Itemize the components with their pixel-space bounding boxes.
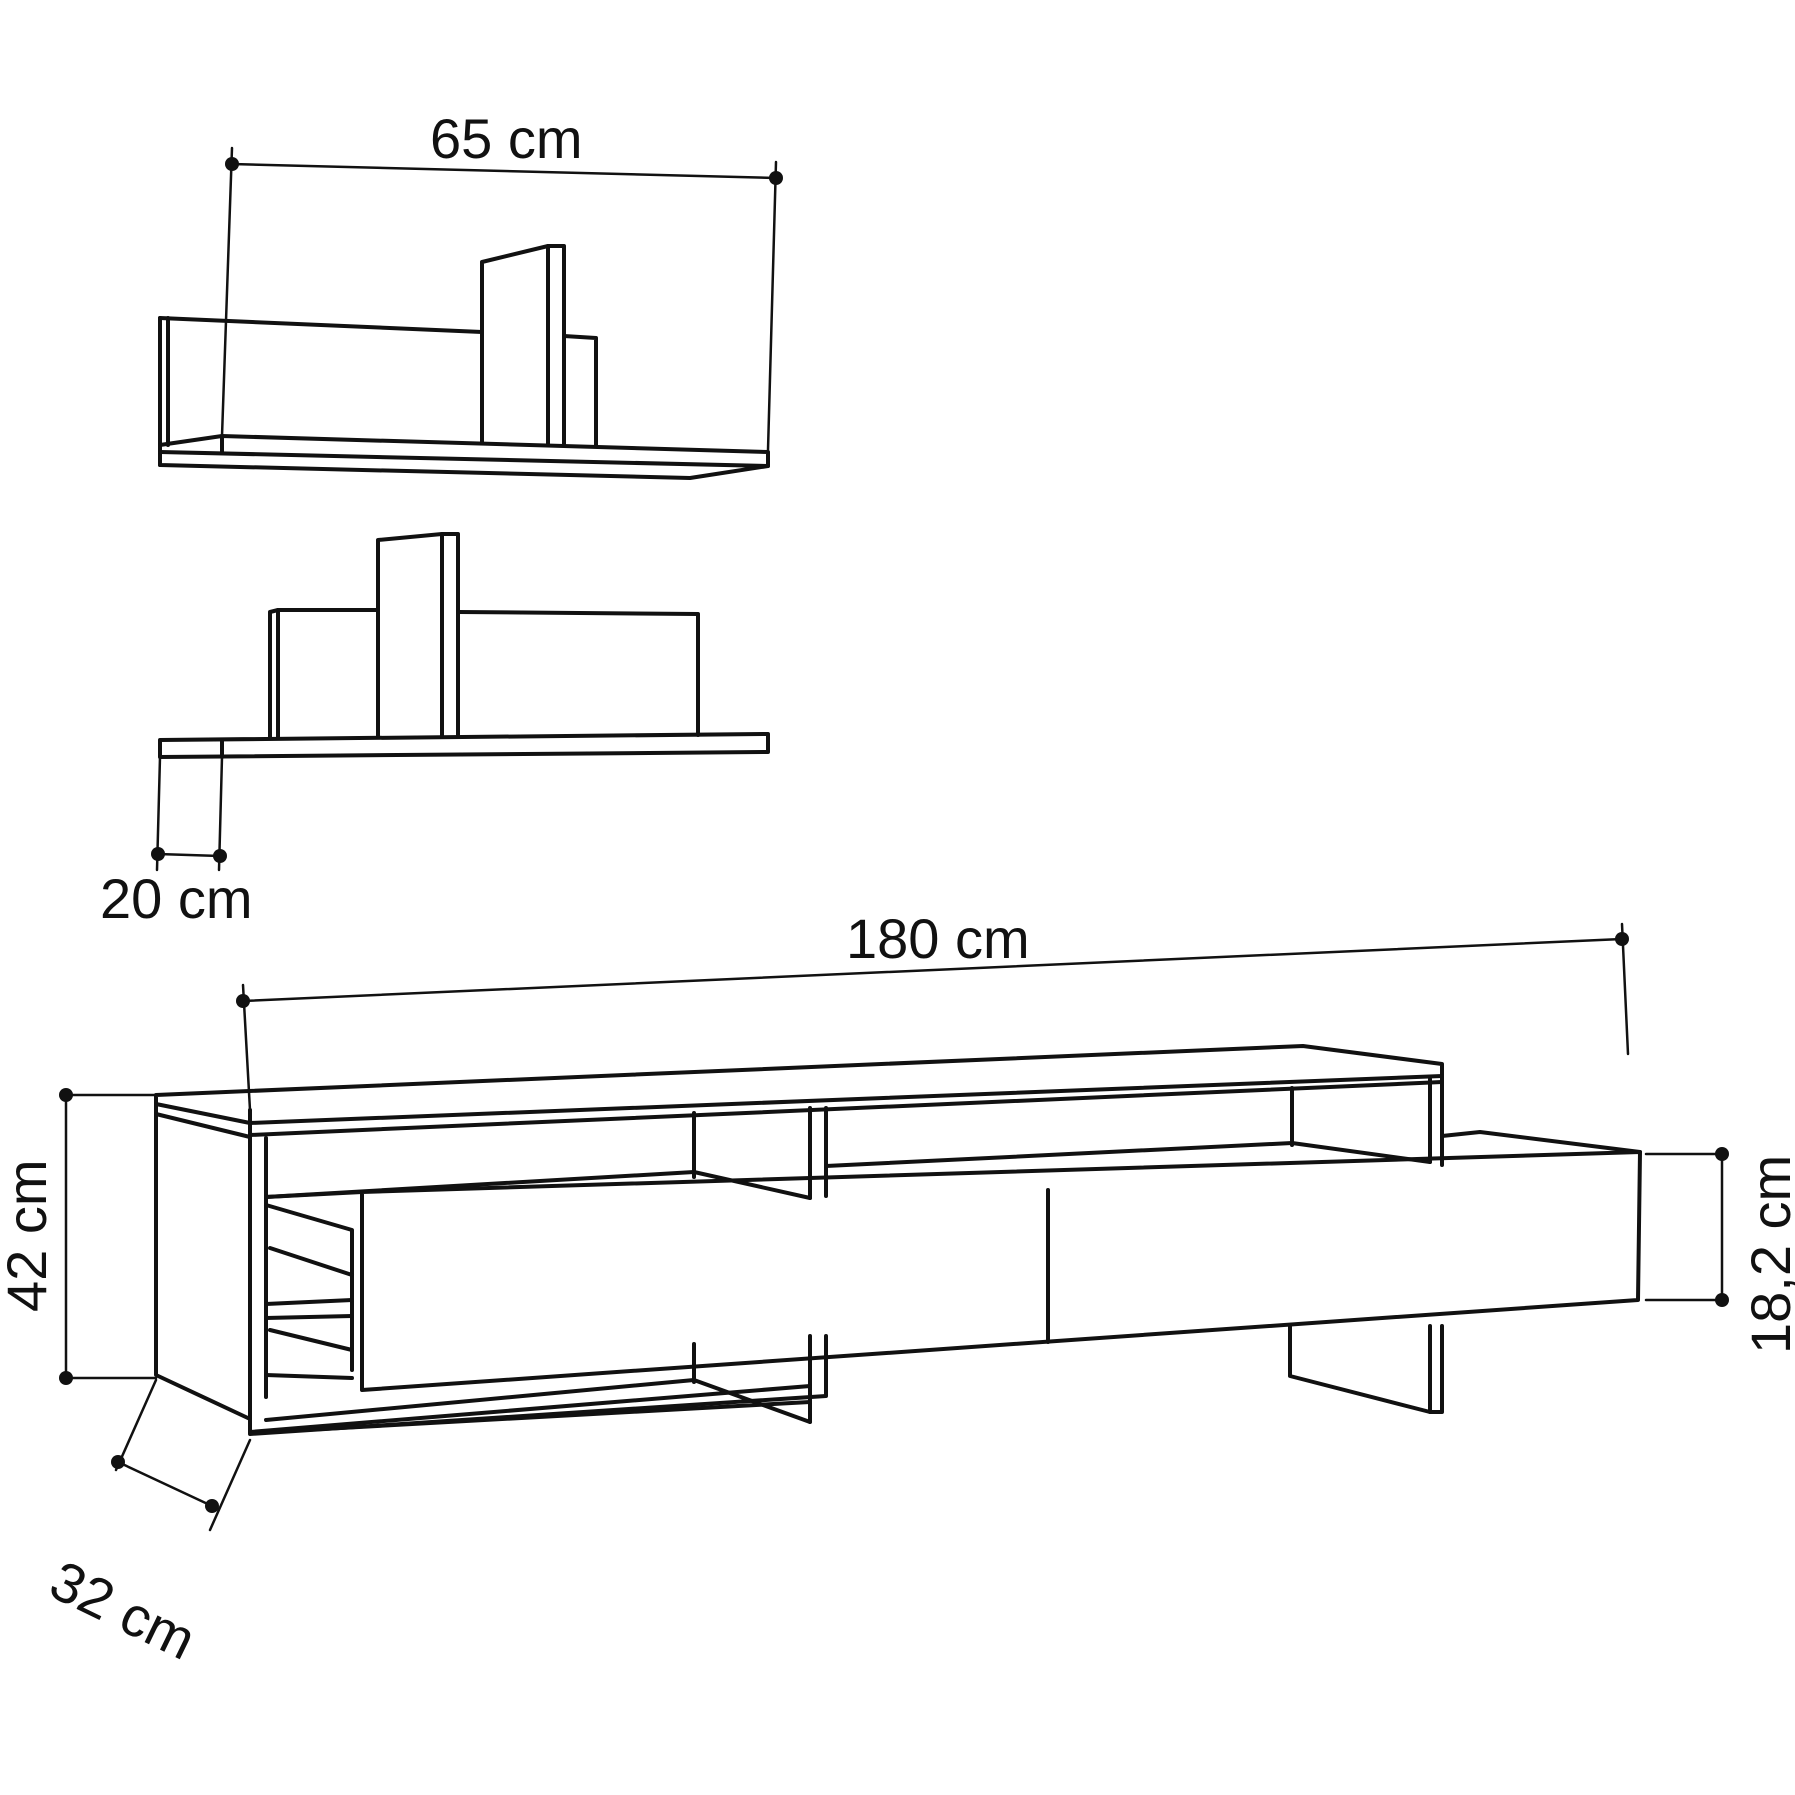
dimension-endpoint	[213, 849, 227, 863]
lower-wall-shelf	[158, 532, 770, 759]
dimension-lines	[59, 146, 1729, 1532]
dimension-endpoint	[59, 1371, 73, 1385]
dimension-endpoint	[769, 171, 783, 185]
dimension-endpoint	[111, 1455, 125, 1469]
shelf-width-label: 65 cm	[430, 107, 583, 170]
dimension-endpoint	[1715, 1293, 1729, 1307]
dimension-endpoint	[225, 157, 239, 171]
dimension-labels: 65 cm 20 cm 180 cm 42 cm 18,2 cm 32 cm	[0, 107, 1795, 1672]
shelf-depth-label: 20 cm	[100, 867, 253, 930]
unit-width-label: 180 cm	[846, 907, 1030, 970]
drawer-height-label: 18,2 cm	[1739, 1155, 1795, 1354]
tv-unit	[154, 1044, 1642, 1436]
dimension-endpoint	[151, 847, 165, 861]
upper-wall-shelf	[158, 244, 770, 480]
unit-depth-label: 32 cm	[41, 1548, 206, 1671]
dimension-endpoint	[59, 1088, 73, 1102]
unit-height-label: 42 cm	[0, 1160, 58, 1313]
dimension-endpoint	[236, 994, 250, 1008]
dimension-endpoint	[1615, 932, 1629, 946]
dimension-endpoint	[205, 1499, 219, 1513]
dimension-endpoint	[1715, 1147, 1729, 1161]
